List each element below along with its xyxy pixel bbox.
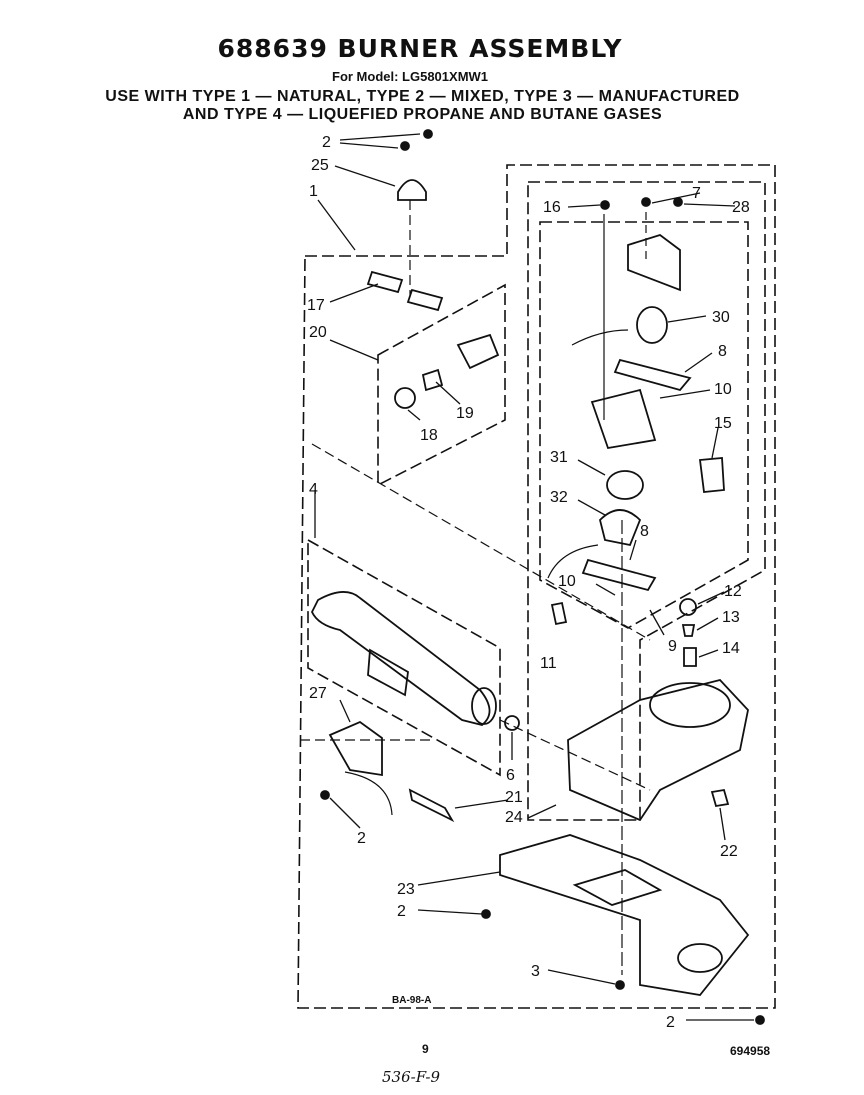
callout-3: 3 [531, 963, 540, 980]
callout-32: 32 [550, 489, 568, 506]
callout-15: 15 [714, 415, 732, 432]
page-number: 9 [422, 1042, 429, 1056]
callout-22: 22 [720, 843, 738, 860]
gas-type-note-line1: USE WITH TYPE 1 — NATURAL, TYPE 2 — MIXE… [105, 88, 740, 105]
callout-2: 2 [357, 830, 366, 847]
callout-4: 4 [309, 481, 318, 498]
callout-20: 20 [309, 324, 327, 341]
callout-25: 25 [311, 157, 329, 174]
callout-21: 21 [505, 789, 523, 806]
callout-10: 10 [714, 381, 732, 398]
callout-8: 8 [640, 523, 649, 540]
callout-12: 12 [724, 583, 742, 600]
callout-19: 19 [456, 405, 474, 422]
document-number: 694958 [730, 1044, 771, 1058]
valve-box-outline [539, 221, 749, 629]
handwritten-note: 536-F-9 [382, 1068, 441, 1086]
assembly-outline-1 [297, 164, 776, 1009]
callout-9: 9 [668, 638, 677, 655]
group-4-outline [307, 538, 501, 777]
callout-8: 8 [718, 343, 727, 360]
callout-1: 1 [309, 183, 318, 200]
control-box-outline-24 [527, 181, 766, 821]
callout-18: 18 [420, 427, 438, 444]
callout-10: 10 [558, 573, 576, 590]
callout-7: 7 [692, 185, 701, 202]
callout-11: 11 [540, 655, 557, 672]
callout-2: 2 [322, 134, 331, 151]
callout-28: 28 [732, 199, 750, 216]
page-title: 688639 BURNER ASSEMBLY [217, 34, 623, 63]
callout-30: 30 [712, 309, 730, 326]
callout-23: 23 [397, 881, 415, 898]
callout-6: 6 [506, 767, 515, 784]
callout-24: 24 [505, 809, 523, 826]
callout-13: 13 [722, 609, 740, 626]
gas-type-note-line2: AND TYPE 4 — LIQUEFIED PROPANE AND BUTAN… [182, 106, 663, 123]
callout-17: 17 [307, 297, 325, 314]
callout-31: 31 [550, 449, 568, 466]
drawing-code: BA-98-A [392, 995, 431, 1006]
callout-16: 16 [543, 199, 561, 216]
callout-2: 2 [397, 903, 406, 920]
model-number: For Model: LG5801XMW1 [332, 69, 489, 84]
callout-2: 2 [666, 1014, 675, 1031]
callout-14: 14 [722, 640, 740, 657]
group-20-outline [377, 283, 506, 487]
callout-27: 27 [309, 685, 327, 702]
